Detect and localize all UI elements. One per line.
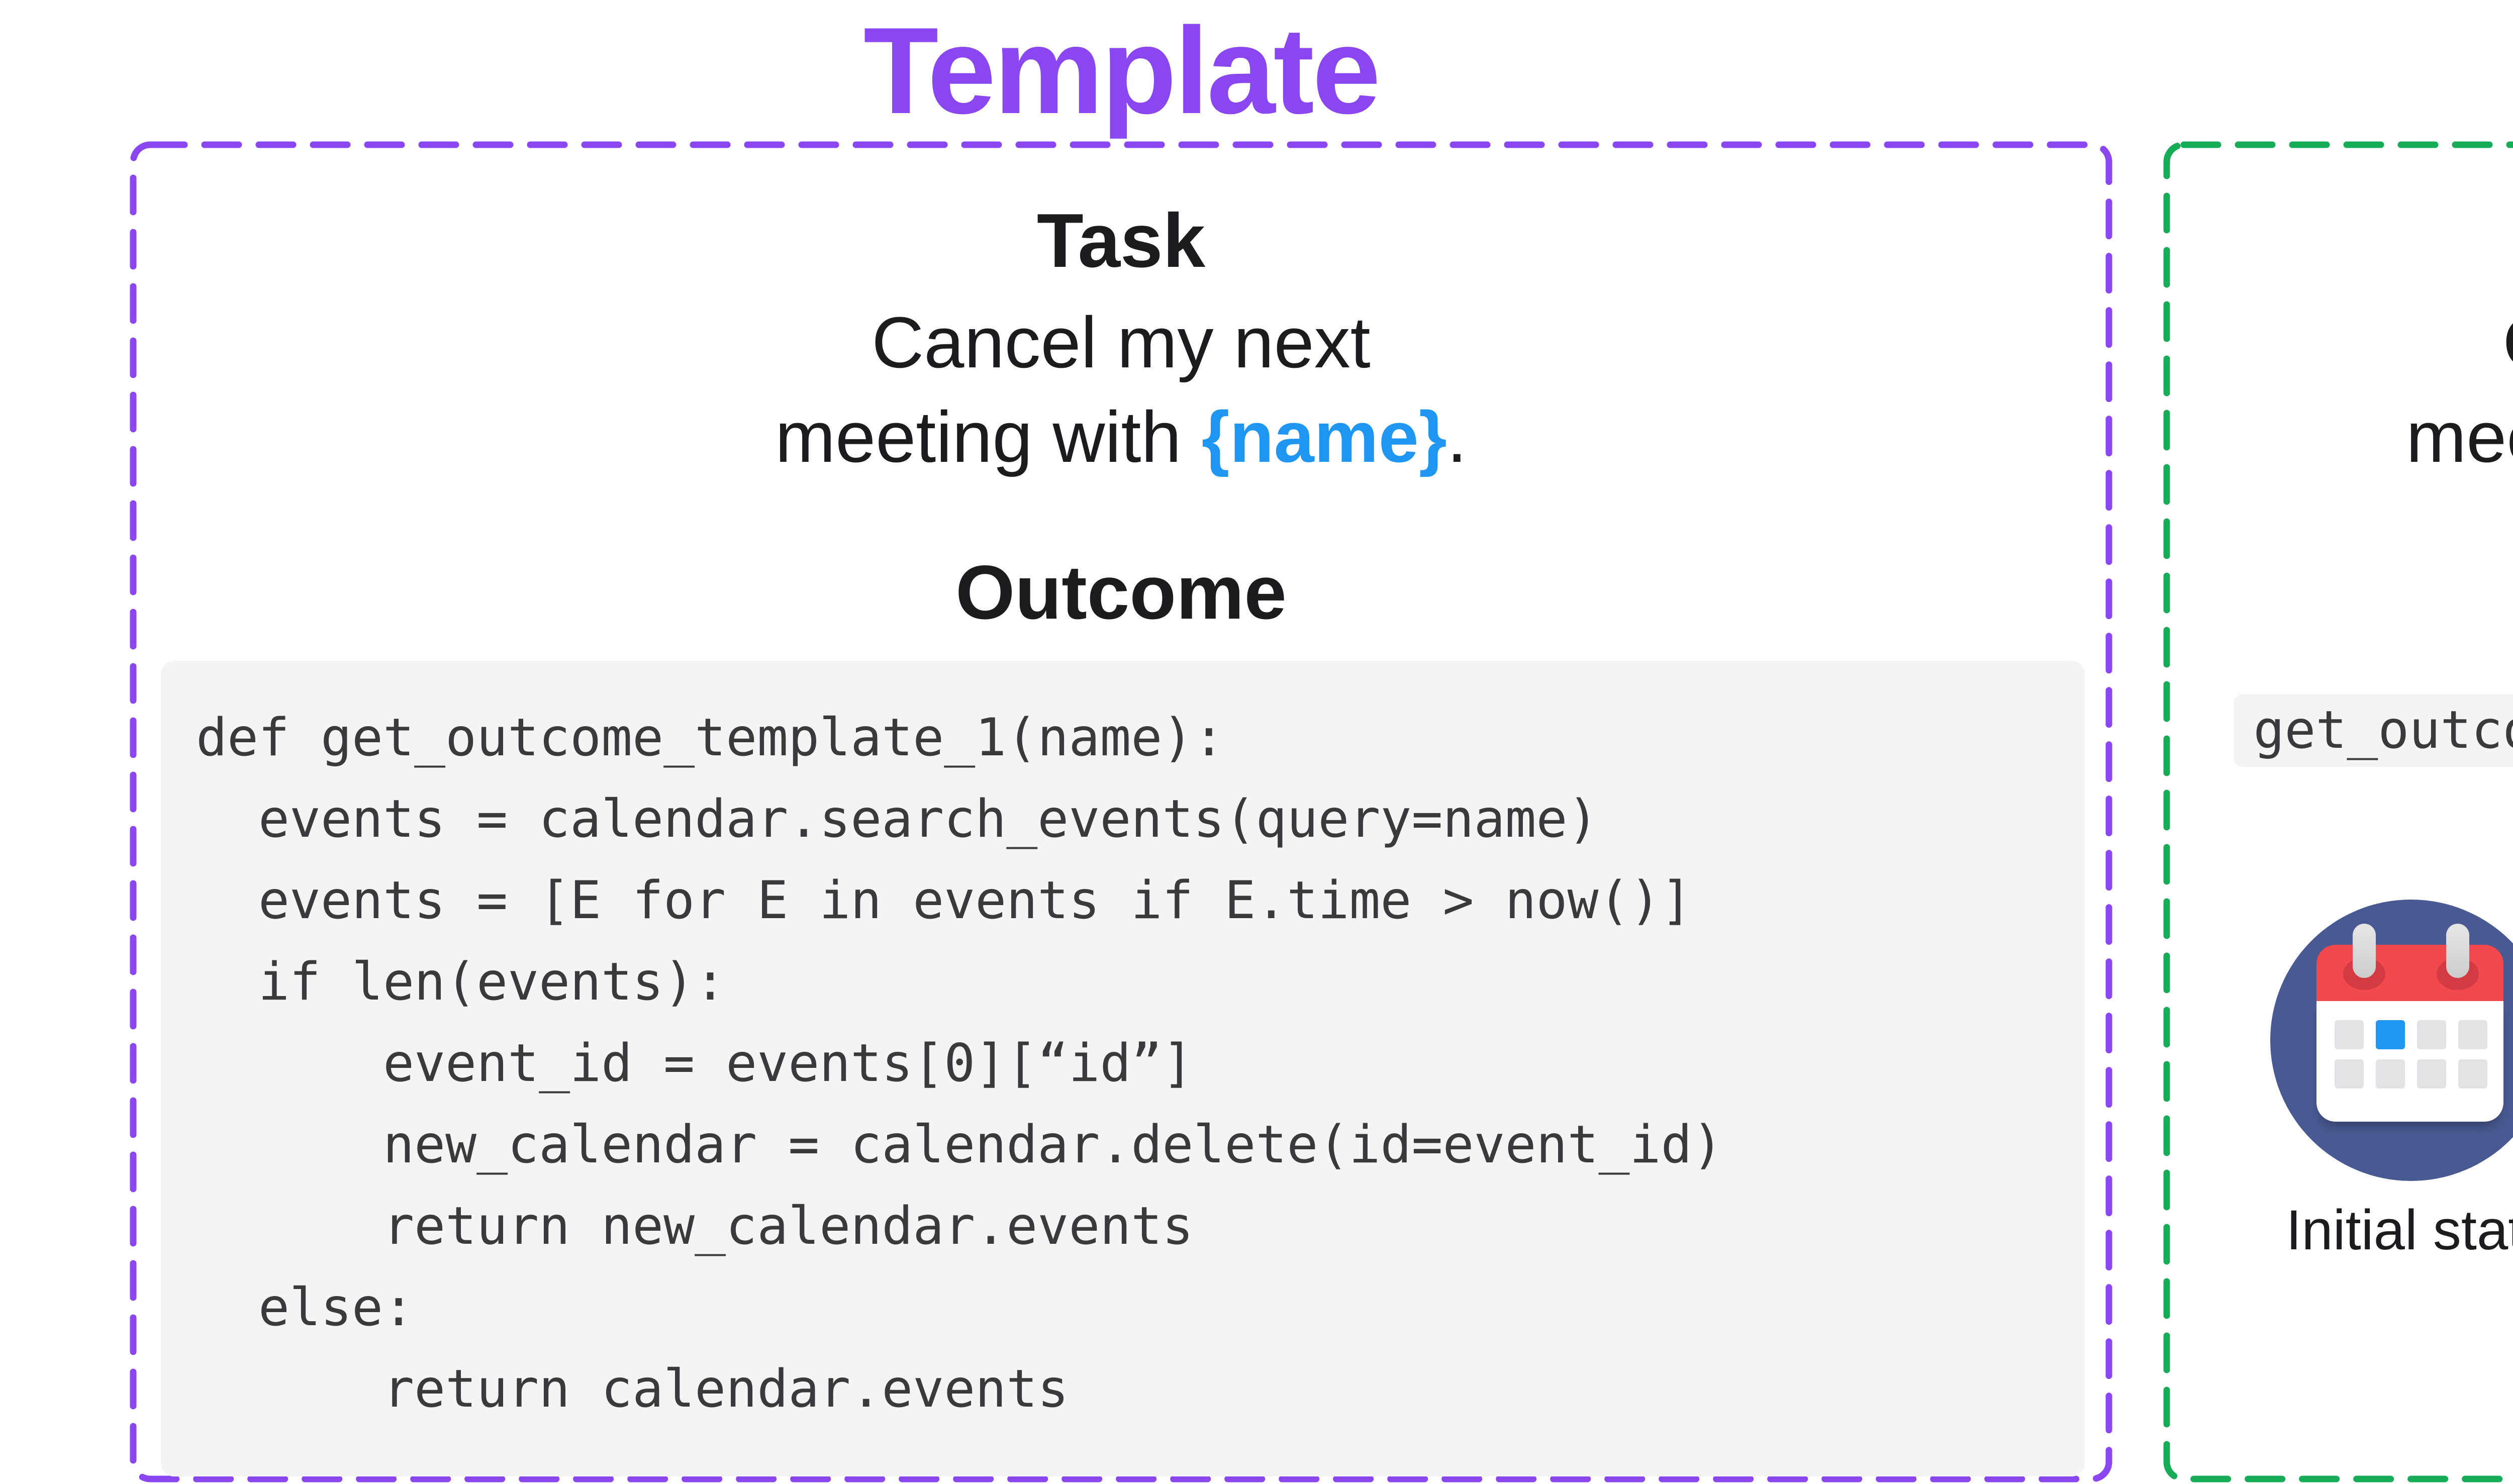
template-code-block: def get_outcome_template_1(name): events… [161, 661, 2085, 1476]
template-task-line1: Cancel my next [872, 302, 1371, 383]
day-cell [2458, 1059, 2487, 1089]
example-panel-dashed-border [2163, 141, 2513, 1482]
template-title: Template [863, 2, 1381, 139]
day-cell [2458, 1020, 2487, 1049]
template-outcome-heading: Outcome [955, 550, 1287, 635]
name-placeholder: {name} [1201, 397, 1447, 477]
calendar-header [2316, 924, 2503, 1001]
template-task-line2-suffix: . [1446, 397, 1467, 477]
template-task-line2-prefix: meeting with [775, 397, 1202, 477]
example-task-line1: Cancel my next [2502, 302, 2513, 383]
day-cell [2376, 1059, 2405, 1089]
initial-state-label: Initial state [2286, 1199, 2513, 1261]
highlighted-day-cell [2376, 1020, 2405, 1049]
template-panel: Task Cancel my next meeting with {name}.… [130, 141, 2112, 1482]
template-panel-dashed-border [130, 141, 2112, 1482]
example-panel: Task Cancel my next meeting with Carlos … [2163, 141, 2513, 1482]
template-task-heading: Task [1036, 198, 1206, 283]
example-outcome-heading: Outcome [2163, 554, 2513, 631]
example-task-line2-prefix: meeting with [2406, 397, 2513, 477]
calendar-initial-state-icon [2270, 900, 2513, 1181]
template-task-text: Cancel my next meeting with {name}. [130, 295, 2112, 484]
day-cell [2417, 1059, 2446, 1089]
binder-ring-icon [2446, 924, 2469, 978]
day-cell [2335, 1020, 2364, 1049]
template-code: def get_outcome_template_1(name): events… [196, 708, 1723, 1419]
calendar-day-grid [2335, 1020, 2487, 1089]
example-task-text: Cancel my next meeting with Carlos . [2163, 295, 2513, 484]
outcome-call-chip: get_outcome_template_1(“Carlos”) [2233, 694, 2513, 767]
calendar-glyph [2316, 924, 2503, 1122]
binder-ring-icon [2353, 924, 2376, 978]
day-cell [2417, 1020, 2446, 1049]
example-title: Example [2163, 9, 2513, 132]
day-cell [2335, 1059, 2364, 1089]
example-task-heading: Task [2163, 203, 2513, 279]
